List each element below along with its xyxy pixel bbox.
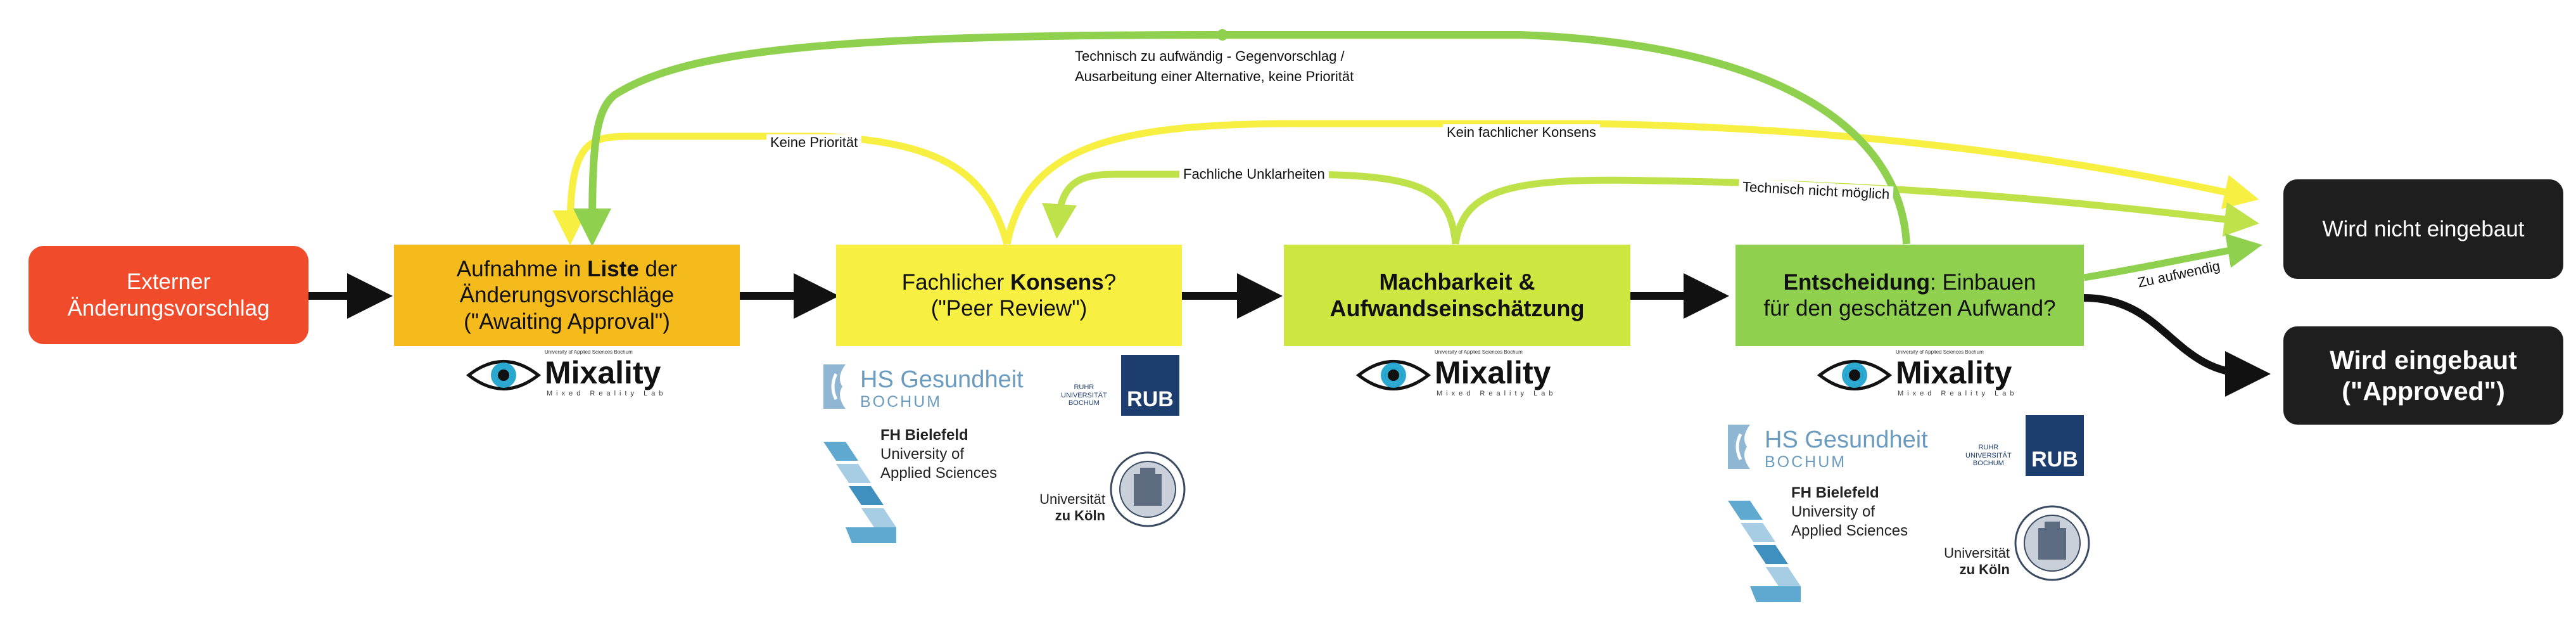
rub-small-text: RUHR UNIVERSITÄT BOCHUM — [1965, 444, 2012, 468]
koeln-line1: Universität — [1039, 491, 1105, 507]
node-entscheidung-line2: für den geschätzen Aufwand? — [1763, 296, 2056, 321]
mixality-tagline: Mixed Reality Lab — [547, 390, 667, 397]
mixality-wordmark: Mixality — [1435, 355, 1551, 390]
hs-gesundheit-wordmark: HS Gesundheit — [860, 366, 1024, 393]
node-approved-line2: ("Approved") — [2342, 376, 2505, 406]
label-technisch-zu-aufwaendig-2: Ausarbeitung einer Alternative, keine Pr… — [1075, 68, 1354, 84]
mixality-top-text: University of Applied Sciences Bochum — [1896, 349, 1984, 355]
arrow-keine-prioritaet — [552, 132, 1011, 245]
node-aufnahme-pre: Aufnahme in — [456, 257, 588, 282]
label-kein-fachlicher-konsens: Kein fachlicher Konsens — [1443, 124, 1601, 141]
rub-small-2: UNIVERSITÄT — [1061, 391, 1107, 399]
fh-bielefeld-line2: University of — [880, 446, 965, 463]
node-aufnahme-line1: Aufnahme in Liste der — [457, 256, 677, 282]
node-machbarkeit-line2: Aufwandseinschätzung — [1329, 295, 1585, 321]
fh-bielefeld-icon — [823, 442, 896, 543]
node-entscheidung: Entscheidung: Einbauen für den geschätze… — [1735, 245, 2084, 346]
arrow-zu-aufwendig — [2083, 233, 2262, 281]
node-entscheidung-bold: Entscheidung — [1783, 269, 1931, 295]
koeln-text: Universität zu Köln — [1026, 491, 1105, 525]
node-entscheidung-line1: Entscheidung: Einbauen — [1784, 269, 2036, 295]
node-aufnahme-line2: Änderungsvorschläge — [459, 283, 675, 308]
eye-icon — [1817, 360, 1893, 390]
fh-bielefeld-title: FH Bielefeld — [880, 427, 968, 444]
node-aufnahme-line3: ("Awaiting Approval") — [464, 309, 670, 334]
node-konsens-line2: ("Peer Review") — [930, 296, 1088, 321]
node-externer-aenderungsvorschlag: Externer Änderungsvorschlag — [29, 246, 308, 344]
koeln-seal-icon — [1110, 451, 1186, 527]
node-aufnahme-liste: Aufnahme in Liste der Änderungsvorschläg… — [394, 245, 740, 346]
fh-bielefeld-text: FH Bielefeld University of Applied Scien… — [880, 426, 997, 483]
mixality-top-text: University of Applied Sciences Bochum — [1435, 349, 1523, 355]
node-fachlicher-konsens: Fachlicher Konsens? ("Peer Review") — [836, 245, 1182, 346]
mixality-tagline: Mixed Reality Lab — [1437, 390, 1557, 397]
eye-icon — [466, 360, 542, 390]
fh-bielefeld-line2: University of — [1791, 503, 1875, 520]
node-aufnahme-post: der — [638, 257, 678, 282]
connector-dot — [1217, 29, 1228, 41]
node-machbarkeit-line1: Machbarkeit & — [1379, 268, 1535, 295]
arrow-entscheidung-to-approved — [2083, 294, 2271, 397]
label-fachliche-unklarheiten: Fachliche Unklarheiten — [1179, 166, 1329, 183]
label-technisch-zu-aufwaendig-1: Technisch zu aufwändig - Gegenvorschlag … — [1075, 48, 1345, 64]
node-wird-eingebaut: Wird eingebaut ("Approved") — [2283, 326, 2563, 425]
rub-small-2: UNIVERSITÄT — [1965, 451, 2012, 459]
node-externer-line2: Änderungsvorschlag — [67, 295, 270, 321]
label-keine-prioritaet: Keine Priorität — [766, 134, 862, 151]
hs-gesundheit-icon — [1728, 425, 1750, 469]
koeln-seal-icon — [2014, 505, 2090, 581]
rub-small-1: RUHR — [1074, 383, 1094, 391]
mixality-logo: University of Applied Sciences Bochum Mi… — [1817, 349, 2019, 400]
hs-gesundheit-sub: BOCHUM — [860, 393, 942, 411]
rub-small-text: RUHR UNIVERSITÄT BOCHUM — [1061, 383, 1107, 408]
node-machbarkeit: Machbarkeit & Aufwandseinschätzung — [1284, 245, 1630, 346]
fh-bielefeld-text: FH Bielefeld University of Applied Scien… — [1791, 484, 1908, 541]
node-approved-line1: Wird eingebaut — [2330, 345, 2517, 375]
node-konsens-pre: Fachlicher — [901, 269, 1010, 295]
partner-logos-group: HS Gesundheit BOCHUM RUHR UNIVERSITÄT BO… — [817, 355, 1197, 545]
rub-logo-box: RUB — [2026, 415, 2084, 476]
node-externer-line1: Externer — [126, 269, 211, 295]
koeln-text: Universität zu Köln — [1931, 545, 2010, 579]
arrow-kein-konsens — [1003, 120, 2259, 245]
hs-gesundheit-sub: BOCHUM — [1765, 453, 1847, 471]
node-nicht-label: Wird nicht eingebaut — [2322, 216, 2525, 241]
node-konsens-post: ? — [1103, 269, 1117, 295]
mixality-wordmark: Mixality — [545, 355, 661, 390]
arrow-fachliche-unklarheiten — [1042, 170, 1459, 245]
fh-bielefeld-icon — [1728, 501, 1801, 602]
fh-bielefeld-line3: Applied Sciences — [1791, 522, 1908, 539]
mixality-tagline: Mixed Reality Lab — [1898, 390, 2018, 397]
rub-logo-box: RUB — [1121, 355, 1179, 416]
fh-bielefeld-line3: Applied Sciences — [880, 465, 998, 482]
mixality-wordmark: Mixality — [1896, 355, 2012, 390]
mixality-logo: University of Applied Sciences Bochum Mi… — [466, 349, 668, 400]
rub-small-3: BOCHUM — [1972, 459, 2004, 468]
koeln-line1: Universität — [1944, 545, 2010, 561]
node-wird-nicht-eingebaut: Wird nicht eingebaut — [2283, 179, 2563, 279]
node-entscheidung-post: : Einbauen — [1930, 269, 2036, 295]
hs-gesundheit-wordmark: HS Gesundheit — [1765, 427, 1928, 453]
koeln-line2: zu Köln — [1959, 562, 2010, 578]
node-konsens-line1: Fachlicher Konsens? — [902, 269, 1116, 295]
mixality-top-text: University of Applied Sciences Bochum — [545, 349, 633, 355]
node-konsens-bold: Konsens — [1010, 269, 1104, 295]
arrow-technisch-zu-aufwaendig — [573, 31, 1910, 247]
eye-icon — [1355, 360, 1431, 390]
node-aufnahme-bold: Liste — [587, 257, 639, 282]
mixality-logo: University of Applied Sciences Bochum Mi… — [1355, 349, 1558, 400]
rub-small-1: RUHR — [1978, 444, 1999, 451]
rub-small-3: BOCHUM — [1068, 399, 1100, 408]
koeln-line2: zu Köln — [1055, 508, 1105, 524]
hs-gesundheit-icon — [823, 364, 846, 409]
partner-logos-group: HS Gesundheit BOCHUM RUHR UNIVERSITÄT BO… — [1722, 415, 2102, 605]
fh-bielefeld-title: FH Bielefeld — [1791, 484, 1879, 501]
